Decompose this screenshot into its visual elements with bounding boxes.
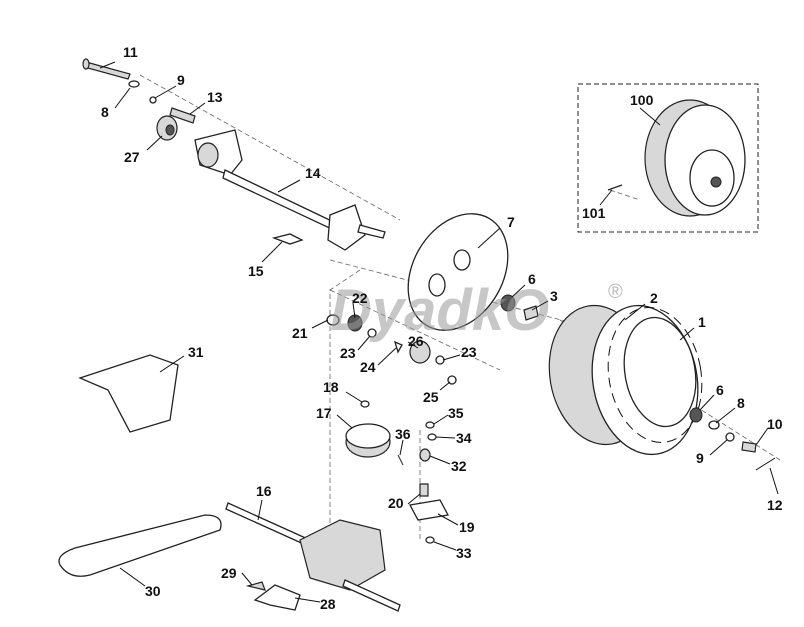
- part-label: 31: [188, 344, 204, 360]
- part-label: 23: [461, 344, 477, 360]
- part-labels: 11 9 8 13 27 14 15 7 100 101 6 3 2 1 22 …: [101, 44, 783, 612]
- part-33-screw: [425, 536, 435, 544]
- part-label: 21: [292, 325, 308, 341]
- part-label: 32: [451, 458, 467, 474]
- part-6-bearing: [500, 294, 516, 312]
- part-30-belt: [58, 514, 222, 577]
- part-101-screw: [607, 184, 623, 191]
- part-label: 33: [456, 545, 472, 561]
- part-6-bearing-right: [689, 407, 703, 423]
- part-34: [427, 433, 437, 441]
- part-label: 14: [305, 165, 321, 181]
- part-label: 29: [221, 565, 237, 581]
- part-12-pin: [755, 457, 776, 471]
- part-label: 11: [123, 44, 138, 60]
- part-label: 8: [101, 104, 109, 120]
- part-label: 35: [448, 405, 464, 421]
- part-label: 25: [423, 389, 439, 405]
- part-36-pin: [397, 454, 404, 466]
- part-label: 9: [696, 450, 704, 466]
- part-10-bolt: [741, 441, 757, 453]
- watermark-logo: DyadkO ®: [330, 278, 623, 343]
- part-32-spring: [419, 448, 431, 462]
- part-23-ring: [367, 328, 377, 338]
- part-label: 17: [316, 405, 332, 421]
- part-35: [425, 421, 435, 429]
- part-28-bracket: [253, 584, 301, 611]
- part-18-clip: [360, 400, 370, 408]
- part-24-key: [393, 340, 403, 354]
- part-16-shaft: [225, 502, 311, 547]
- part-label: 36: [395, 426, 411, 442]
- part-label: 6: [528, 271, 536, 287]
- part-label: 30: [145, 583, 161, 599]
- part-3-bushing: [523, 305, 539, 321]
- part-27-gear: [156, 115, 178, 141]
- part-9-ring: [149, 96, 157, 104]
- part-label: 6: [716, 382, 724, 398]
- part-label: 18: [323, 379, 339, 395]
- part-9-ring-right: [725, 432, 735, 442]
- part-100-wheel: [644, 99, 746, 217]
- part-23-ring-2: [435, 355, 445, 365]
- part-13-sleeve: [169, 107, 196, 124]
- part-31-cover: [78, 354, 179, 433]
- part-20-screw: [419, 483, 429, 497]
- part-label: 20: [388, 495, 404, 511]
- part-label: 1: [698, 314, 706, 330]
- transmission: [299, 519, 401, 612]
- leader-lines: [99, 61, 779, 603]
- part-17-pulley: [345, 423, 391, 458]
- part-label: 34: [456, 430, 472, 446]
- part-label: 15: [248, 263, 264, 279]
- part-label: 2: [650, 290, 658, 306]
- part-19-plate: [409, 499, 449, 521]
- part-label: 22: [352, 290, 368, 306]
- part-label: 9: [177, 72, 185, 88]
- part-label: 101: [582, 205, 606, 221]
- part-29-screw: [245, 581, 266, 591]
- part-14-axle-assembly: [194, 129, 386, 251]
- part-label: 10: [767, 416, 783, 432]
- part-label: 23: [340, 345, 356, 361]
- part-1-2-wheel: [548, 304, 703, 456]
- part-label: 28: [320, 596, 336, 612]
- detail-box: [577, 83, 759, 233]
- part-label: 8: [737, 395, 745, 411]
- part-8-washer: [128, 80, 140, 88]
- part-label: 24: [360, 359, 376, 375]
- part-label: 19: [459, 519, 475, 535]
- part-label: 26: [408, 333, 424, 349]
- svg-text:®: ®: [608, 281, 623, 303]
- part-label: 12: [767, 497, 783, 513]
- part-label: 16: [256, 483, 272, 499]
- part-label: 27: [124, 149, 140, 165]
- part-label: 7: [507, 214, 515, 230]
- part-11-bolt: [82, 58, 131, 80]
- part-label: 3: [550, 288, 558, 304]
- svg-text:DyadkO: DyadkO: [330, 278, 549, 343]
- part-label: 13: [207, 89, 223, 105]
- part-15-clip: [271, 233, 304, 245]
- part-label: 100: [630, 92, 654, 108]
